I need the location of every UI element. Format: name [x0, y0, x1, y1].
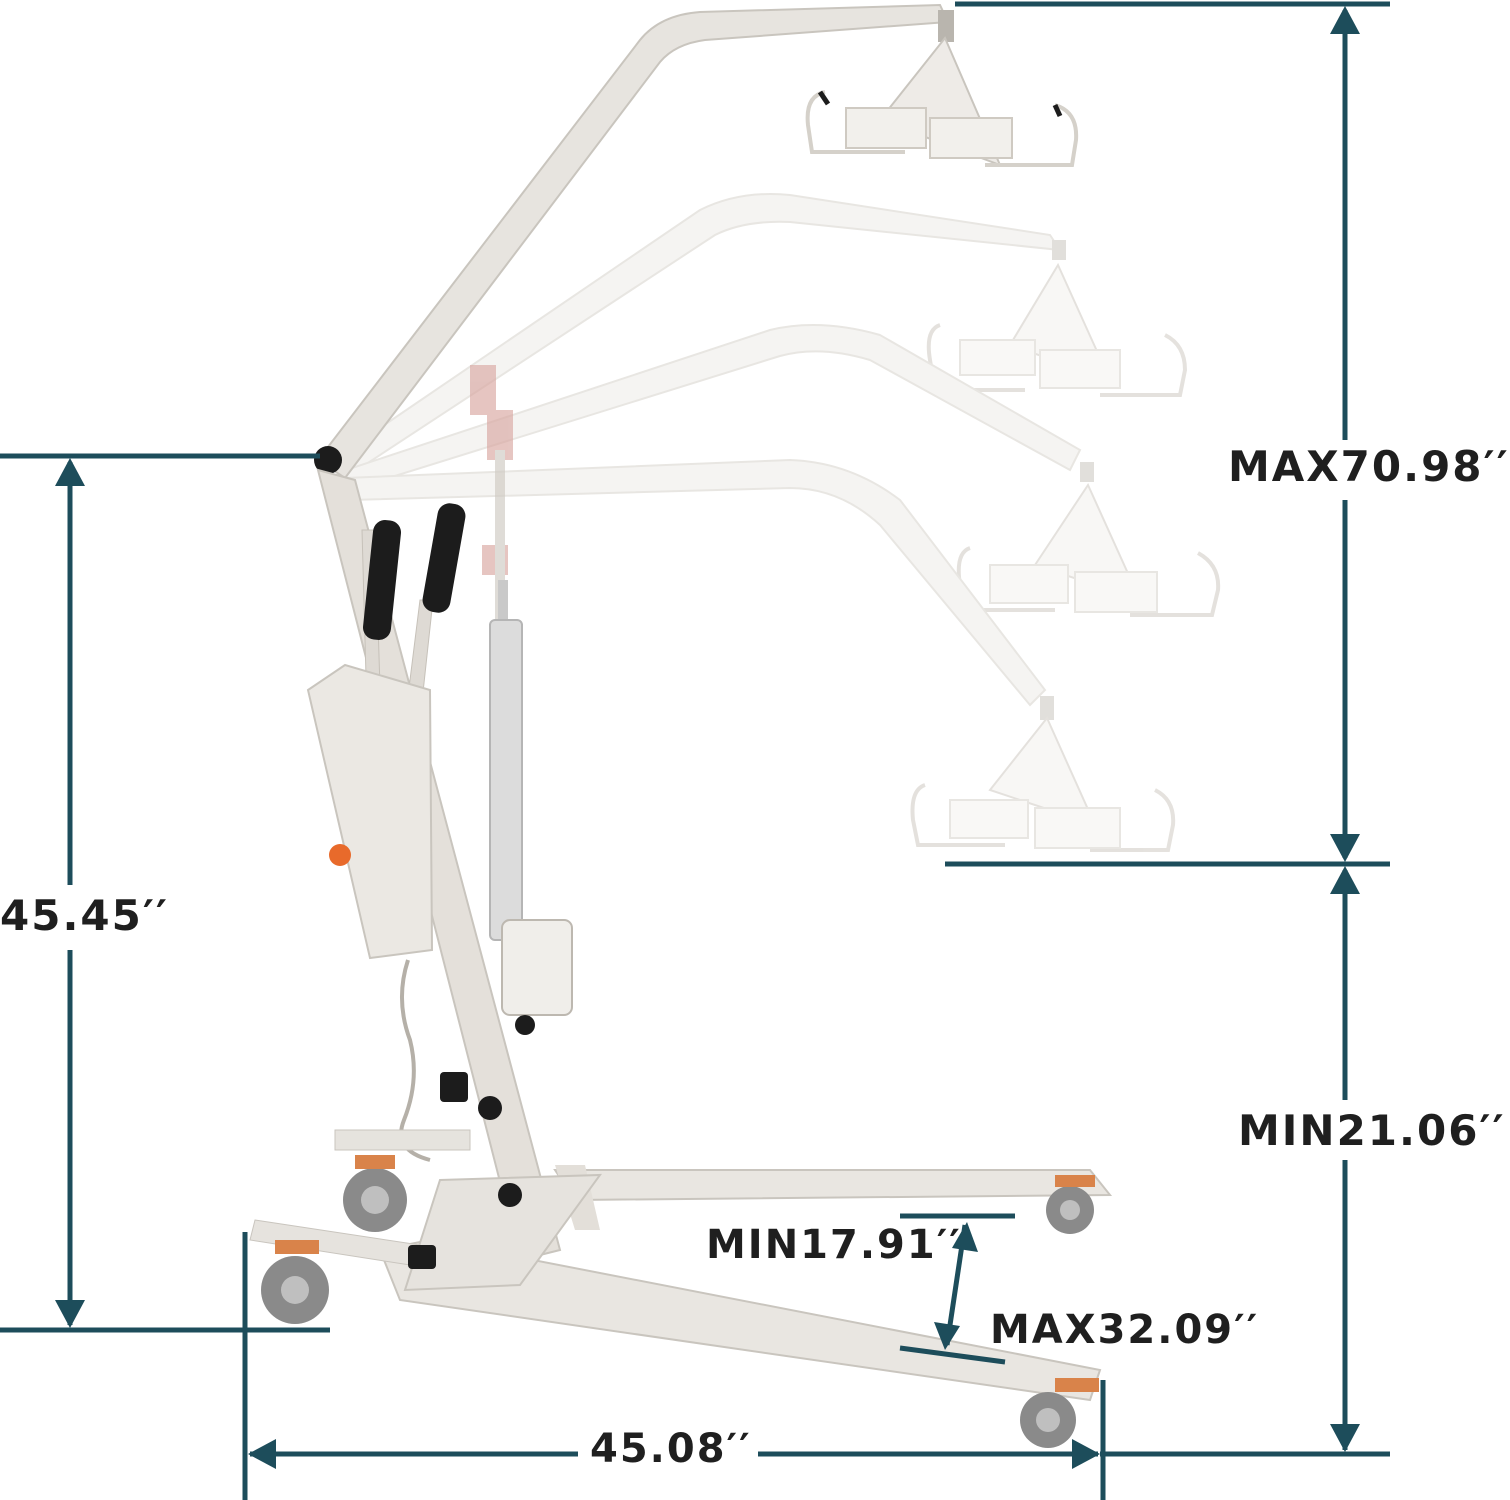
boom-ghost-mid	[338, 324, 1221, 617]
actuator	[489, 580, 573, 1035]
caster-front-right	[1020, 1378, 1099, 1448]
max-base-width-label: MAX32.09′′	[990, 1307, 1260, 1353]
boom-pivot-height-label: 45.45′′	[0, 895, 173, 937]
boom-pivot-knob	[314, 446, 342, 474]
dimension-lines	[0, 1, 1390, 1500]
actuator-ghost	[470, 365, 513, 630]
caster-front-left	[261, 1240, 329, 1324]
overall-length-label: 45.08′′	[584, 1429, 758, 1469]
boom-ghost-low	[343, 458, 1176, 852]
boom-ghost-positions	[328, 193, 1221, 852]
min-base-width-label: MIN17.91′′	[706, 1222, 962, 1268]
caster-rear-left	[343, 1155, 407, 1232]
caster-rear-right	[1046, 1175, 1095, 1234]
boom-arm-raised	[314, 3, 1079, 480]
casters	[261, 1155, 1099, 1448]
max-height-label: MAX70.98′′	[1228, 442, 1510, 491]
base	[249, 1072, 1113, 1402]
boom-ghost-high	[328, 193, 1188, 480]
emergency-stop-button	[329, 844, 351, 866]
control-box	[306, 663, 434, 1162]
min-height-label: MIN21.06′′	[1238, 1106, 1506, 1155]
